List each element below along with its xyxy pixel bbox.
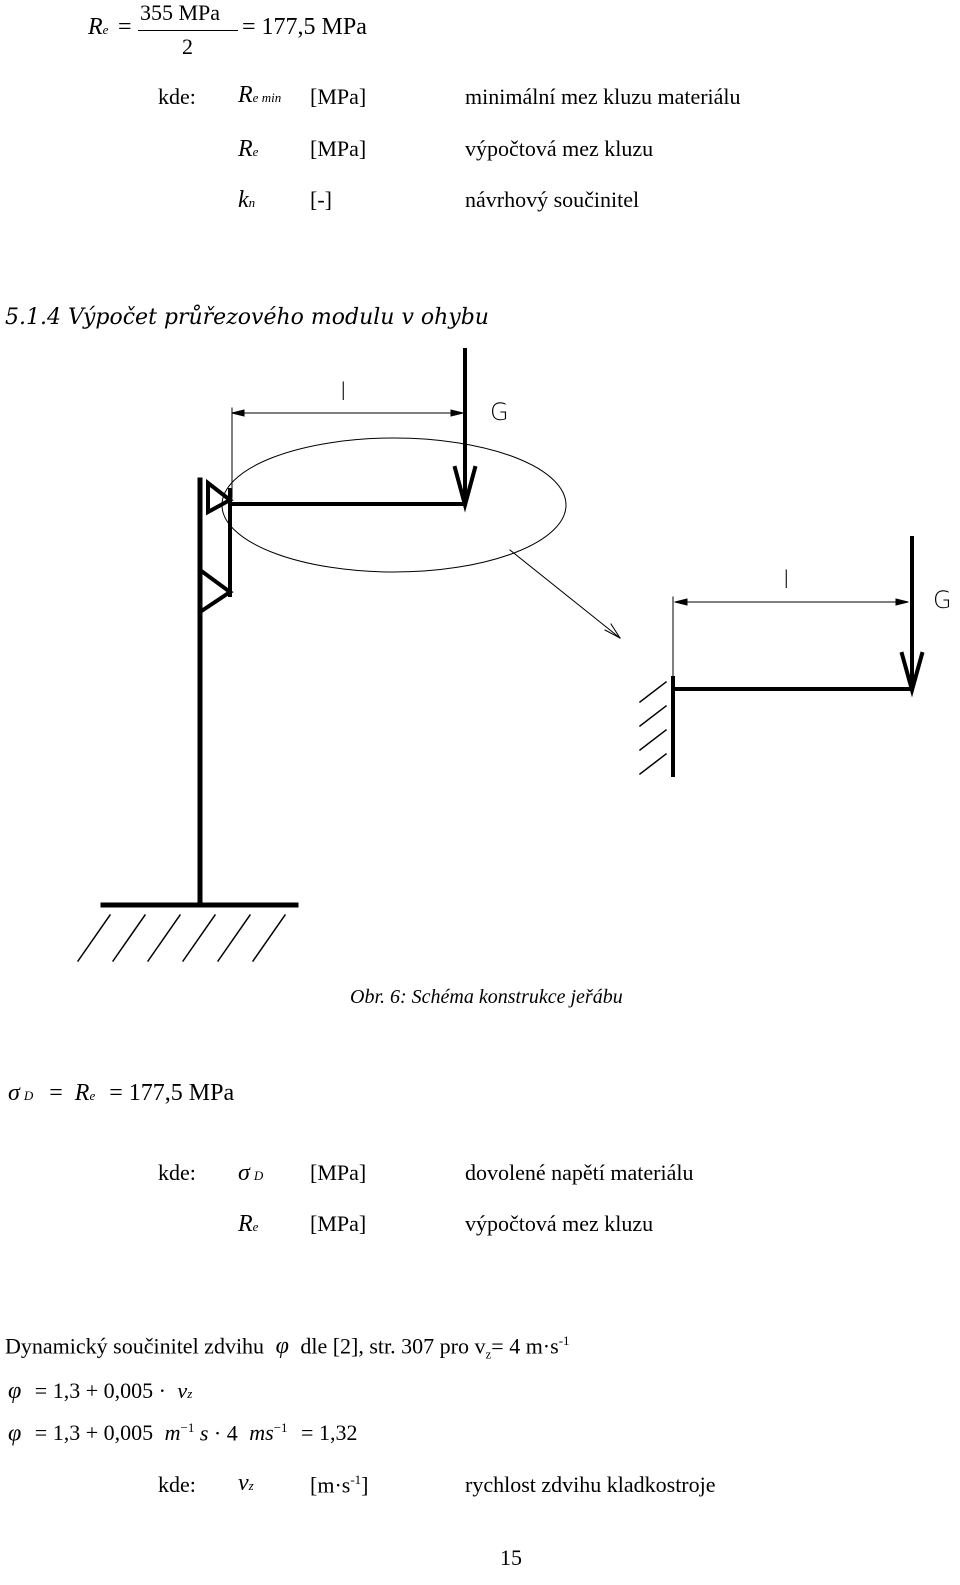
detail-ellipse (221, 437, 567, 573)
dynamic-coefficient-text: Dynamický součinitel zdvihu φ dle [2], s… (5, 1333, 570, 1362)
figure-caption: Obr. 6: Schéma konstrukce jeřábu (350, 986, 623, 1008)
legend2-row-desc: výpočtová mez kluzu (465, 1211, 654, 1236)
label-g1: G (490, 398, 509, 426)
page-number: 15 (500, 1545, 522, 1570)
legend1-row-symbol: Re (238, 136, 259, 162)
legend2-row-desc: dovolené napětí materiálu (465, 1160, 694, 1185)
label-l2: l (783, 566, 790, 594)
lower-bracket (197, 567, 234, 615)
eq1: Re (88, 14, 108, 41)
eq1-numerator: 355 MPa (140, 0, 221, 25)
crane-diagram: l G l G (76, 348, 952, 963)
wall-hatching (638, 680, 668, 776)
legend1-kde: kde: (158, 84, 196, 109)
legend3-desc: rychlost zdvihu kladkostroje (465, 1472, 716, 1497)
legend1-row-desc: návrhový součinitel (465, 187, 640, 212)
legend2-kde: kde: (158, 1160, 196, 1185)
load-arrowhead-1 (452, 465, 478, 513)
legend1-row-unit: [MPa] (310, 84, 367, 109)
detail-arrow (509, 549, 621, 639)
fraction-line (138, 30, 238, 31)
legend2-row-unit: [MPa] (310, 1160, 367, 1185)
eq1-denominator: 2 (182, 34, 193, 59)
eq2-sigma-sub: D (23, 1088, 34, 1103)
label-l1: l (340, 378, 347, 406)
label-g2: G (933, 586, 952, 614)
eq4: φ = 1,3 + 0,005 m−1 s · 4 ms−1 = 1,32 (8, 1420, 358, 1447)
legend3-symbol: vz (238, 1470, 254, 1496)
load-arrowhead-2 (899, 651, 925, 698)
eq2-sigma: σ (8, 1080, 20, 1106)
eq1-result: = 177,5 MPa (242, 14, 367, 40)
legend3-unit: [m·s-1] (310, 1472, 369, 1498)
legend2-row-symbol: Re (238, 1211, 259, 1237)
ground-hatching (76, 913, 287, 963)
legend1-row-symbol: kn (238, 187, 256, 213)
legend1-row-unit: [MPa] (310, 136, 367, 161)
eq1-lhs-subscript: e (102, 22, 109, 37)
legend2-row-unit: [MPa] (310, 1211, 367, 1236)
section-heading: 5.1.4 Výpočet průřezového modulu v ohybu (5, 305, 489, 330)
eq1-lhs-symbol: R (88, 14, 103, 40)
eq3: φ = 1,3 + 0,005 · vz (8, 1378, 193, 1404)
legend1-row-desc: minimální mez kluzu materiálu (465, 84, 741, 109)
legend1-row-symbol: Re min (238, 82, 282, 108)
top-bracket (206, 478, 234, 516)
legend1-row-desc: výpočtová mez kluzu (465, 136, 654, 161)
eq1-equals: = (118, 14, 132, 40)
legend3-kde: kde: (158, 1472, 196, 1497)
legend1-row-unit: [-] (310, 187, 332, 212)
